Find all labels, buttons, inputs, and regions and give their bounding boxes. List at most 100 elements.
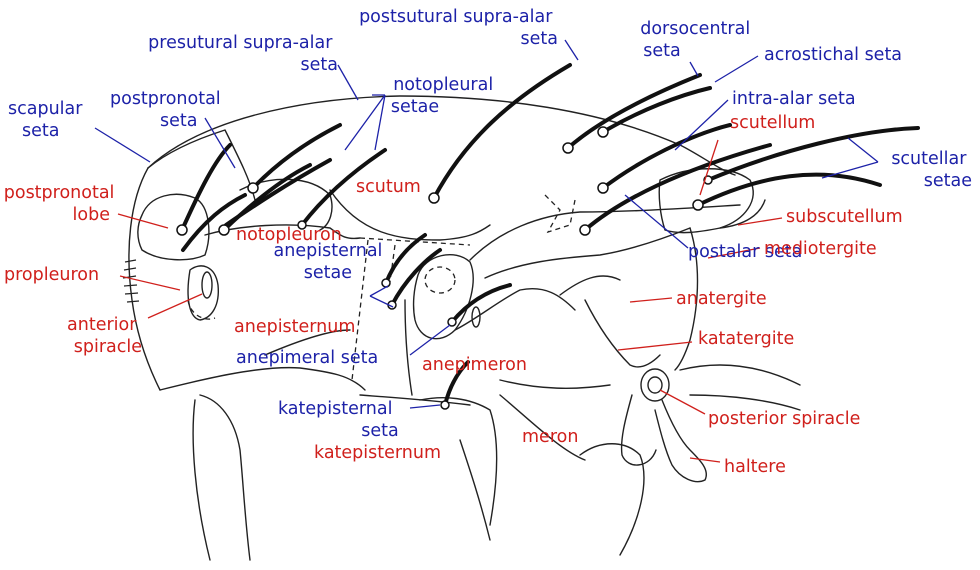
label-acrostichal-seta: acrostichal seta: [764, 45, 902, 65]
label-anepimeral-seta: anepimeral seta: [236, 348, 378, 368]
katepisternum-base: [359, 394, 471, 406]
leader-postsutural: [564, 39, 579, 61]
anepisternal-seta-bristle: [384, 233, 427, 285]
anatergite-outline: [559, 275, 621, 296]
label-anepisternum: anepisternum: [234, 317, 355, 337]
label-anatergite: anatergite: [676, 289, 767, 309]
label-scutellar-setae: scutellar setae: [891, 149, 972, 191]
leader-postpronotal-lobe: [117, 213, 169, 229]
postsutural-seta-bristle: [432, 63, 572, 200]
scutellar-seta-bristle: [696, 172, 882, 207]
leader-propleuron: [119, 275, 181, 291]
seta-socket: [247, 182, 259, 194]
notopleural-seta-bristle-2: [300, 148, 387, 227]
wing-hinge-dash: [544, 194, 576, 234]
anterior-spiracle-shape: [201, 271, 213, 299]
label-postpronotal-lobe: postpronotal lobe: [4, 183, 120, 225]
label-posterior-spiracle: posterior spiracle: [708, 409, 860, 429]
anepimeron-lower: [454, 288, 576, 331]
scutum-lower-edge: [329, 189, 491, 241]
leader-posterior-spiracle: [659, 389, 706, 415]
leader-scutellum: [699, 139, 719, 196]
leader-mediotergite: [707, 247, 761, 259]
label-subscutellum: subscutellum: [786, 207, 903, 227]
postpronotum-outline: [147, 129, 256, 201]
spiracle-dashed: [424, 266, 456, 294]
sternopleuron-ridge: [264, 329, 351, 356]
leader-acrostichal: [714, 55, 759, 83]
leader-anatergite: [629, 297, 673, 303]
label-postalar-seta: postalar seta: [688, 242, 802, 262]
posterior-spiracle-shape: [640, 368, 670, 402]
katepisternum-outline: [159, 366, 366, 391]
leader-katatergite: [617, 341, 693, 351]
abdomen-outline: [679, 364, 801, 386]
label-presutural-supra-alar-seta: presutural supra-alar seta: [148, 33, 338, 75]
seta-socket: [218, 224, 230, 236]
label-scutellum: scutellum: [730, 113, 815, 133]
leader-scapular: [94, 127, 151, 163]
label-postsutural-supra-alar-seta: postsutural supra-alar seta: [359, 7, 558, 49]
postalar-seta-bristle: [583, 143, 772, 232]
katepisternal-seta-bristle: [443, 360, 470, 407]
pleural-suture: [404, 299, 413, 396]
label-scutum: scutum: [356, 177, 421, 197]
leader-intra-alar: [674, 99, 729, 151]
label-intra-alar-seta: intra-alar seta: [732, 89, 856, 109]
anepisternal-seta-bristle-2: [390, 248, 442, 307]
propleuron-dashed: [187, 299, 216, 320]
leader-postalar: [624, 194, 689, 249]
label-notopleuron: notopleuron: [236, 225, 342, 245]
label-postpronotal-seta: postpronotal seta: [110, 89, 226, 131]
haltere-knob: [620, 394, 657, 466]
haltere-stalk: [654, 399, 707, 483]
leader-presutural: [337, 64, 359, 101]
postpronotal-seta-bristle: [180, 143, 232, 232]
leader-anepimeral: [409, 324, 451, 356]
label-notopleural-setae: notopleural setae: [391, 75, 499, 117]
scutellum-outline: [658, 168, 754, 234]
seta-socket: [440, 400, 450, 410]
scapular-seta-bristle: [181, 193, 247, 252]
acrostichal-seta-bristle: [601, 86, 712, 134]
notopleural-seta-bristle: [224, 158, 332, 227]
label-propleuron: propleuron: [4, 265, 99, 285]
scutum-outline: [147, 95, 736, 176]
meron-upper: [499, 379, 611, 389]
labels: postsutural supra-alar seta dorsocentral…: [4, 7, 972, 477]
label-katatergite: katatergite: [698, 329, 794, 349]
notopleural-lobe: [239, 178, 333, 231]
mediotergite-outline: [674, 227, 699, 371]
leader-scutellar: [821, 137, 879, 179]
label-katepisternum: katepisternum: [314, 443, 441, 463]
posterior-spiracle-inner: [647, 376, 663, 394]
leader-anepisternal: [369, 285, 394, 308]
head-outline: [128, 167, 161, 391]
seta-socket: [176, 224, 188, 236]
leader-subscutellum: [737, 217, 783, 226]
seta-socket: [562, 142, 574, 154]
fore-coxa-front: [192, 399, 211, 561]
label-haltere: haltere: [724, 457, 786, 477]
leader-lines: [94, 39, 879, 463]
notopleuron-outline: [204, 224, 361, 240]
seta-socket: [447, 317, 457, 327]
scutellar-seta-bristle-2: [706, 126, 920, 182]
label-meron: meron: [522, 427, 578, 447]
intra-alar-seta-bristle: [601, 123, 732, 190]
presutural-seta-bristle: [251, 123, 342, 190]
label-scapular-seta: scapular seta: [8, 99, 88, 141]
fore-coxa: [199, 394, 251, 561]
mid-coxa: [419, 397, 498, 526]
label-mediotergite: mediotergite: [764, 239, 877, 259]
label-anepimeron: anepimeron: [422, 355, 527, 375]
leader-katepisternal: [409, 404, 441, 409]
meron-lower: [499, 394, 586, 461]
seta-socket: [381, 278, 391, 288]
anepisternum-border-left: [351, 239, 369, 381]
leader-anterior-spiracle: [147, 293, 203, 319]
seta-socket: [297, 220, 307, 230]
leader-notopleural: [344, 94, 386, 151]
seta-socket: [692, 199, 704, 211]
